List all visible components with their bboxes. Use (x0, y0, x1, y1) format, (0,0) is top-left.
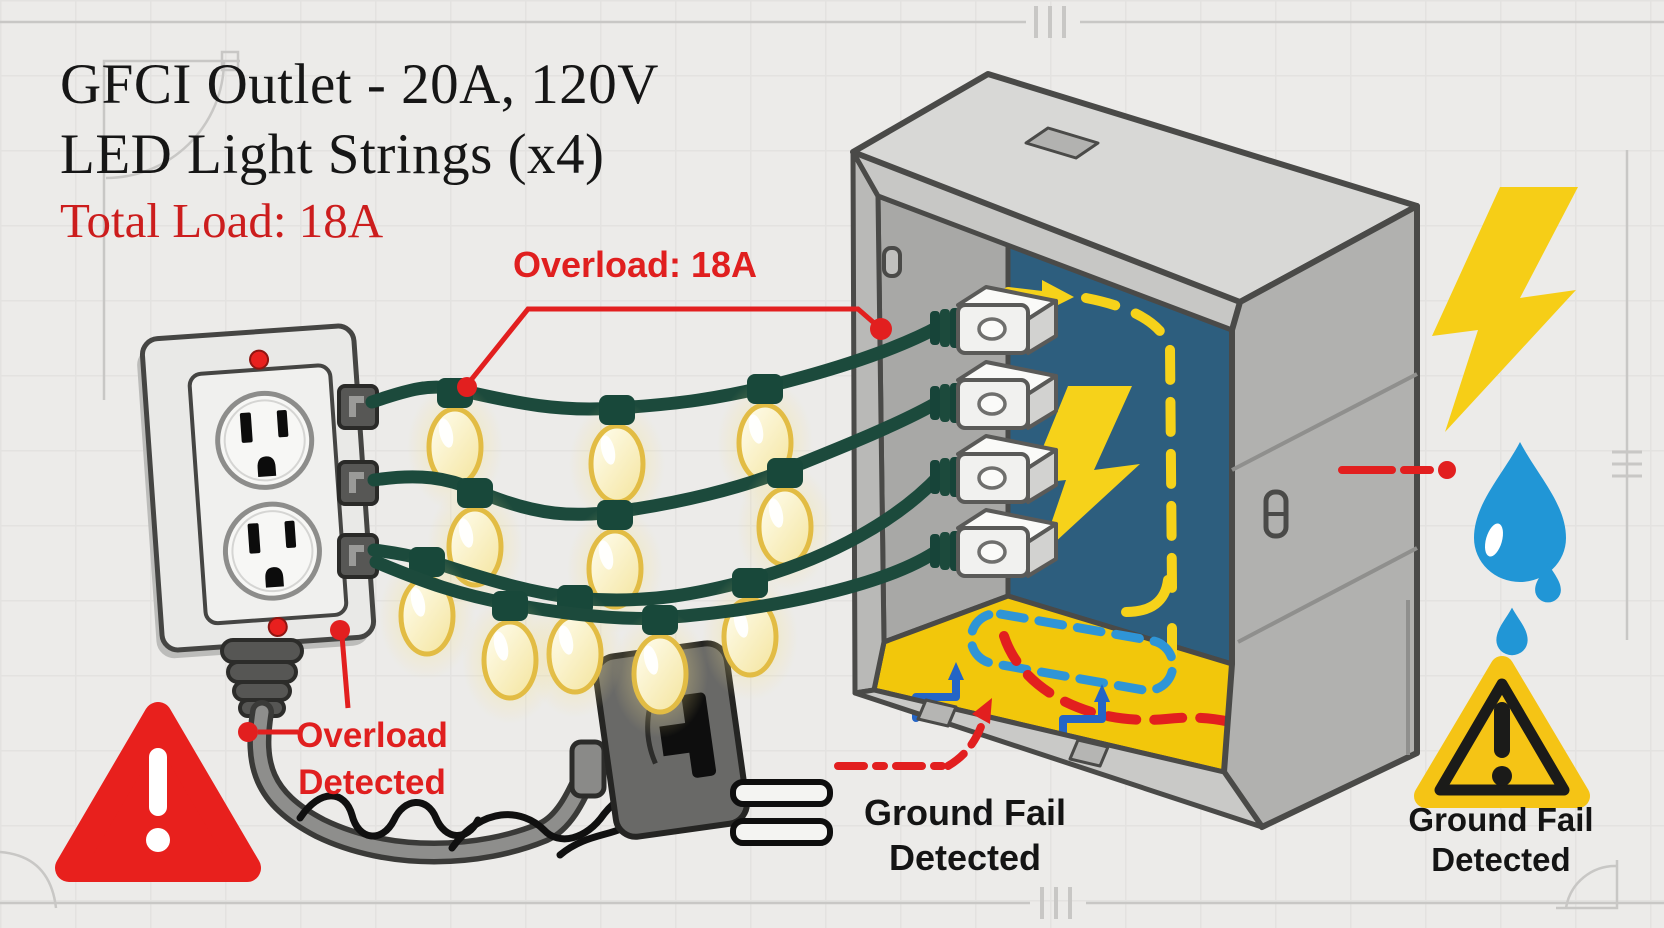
ground-fail-center-label: Ground Fail Detected (805, 790, 1125, 880)
neutral-loop-dashed (966, 609, 1178, 695)
box-handle (1263, 489, 1289, 539)
overload-callout-bottom (238, 620, 351, 742)
overload-detected-label: Overload Detected (272, 712, 472, 806)
light-string-4 (369, 542, 947, 738)
light-string-1 (365, 319, 947, 528)
outlet-indicator-top (249, 349, 270, 370)
receptacle-top (215, 390, 315, 490)
box-keyhole-slot (882, 246, 902, 278)
ground-fail-right-line-1: Ground Fail (1408, 801, 1594, 838)
box-top-slot (1024, 126, 1100, 160)
junction-box (850, 71, 1420, 830)
overload-detected-line-1: Overload (296, 716, 448, 755)
outlet-indicator-bottom (267, 616, 288, 637)
title-line-2: LED Light Strings (x4) (60, 123, 605, 186)
power-cord (247, 700, 680, 865)
box-bottom-rim (852, 687, 1265, 830)
sense-pointer (1338, 461, 1456, 479)
ground-fail-right-line-2: Detected (1431, 841, 1571, 878)
alert-triangle-icon (55, 702, 261, 882)
overload-callout-top (457, 306, 892, 397)
light-strings (337, 319, 947, 738)
cord-strain-relief (220, 638, 304, 718)
receptacle-bottom (222, 501, 322, 601)
light-string-2 (367, 394, 947, 633)
ground-fail-center-line-1: Ground Fail (864, 792, 1066, 833)
water-drop-icon (1474, 442, 1566, 656)
total-load-label: Total Load: 18A (60, 193, 384, 248)
plug-prongs (730, 779, 833, 846)
diagram-title: GFCI Outlet - 20A, 120V LED Light String… (60, 50, 659, 252)
warning-triangle-icon (1414, 656, 1590, 808)
lightning-bolt-icon (1432, 187, 1578, 432)
box-left-frame (850, 149, 887, 696)
light-string-3 (367, 468, 947, 718)
ground-fail-right-label: Ground Fail Detected (1341, 800, 1661, 880)
outlet-tap-3 (337, 533, 379, 579)
blueprint-decorations (0, 6, 1664, 919)
title-line-1: GFCI Outlet - 20A, 120V (60, 53, 659, 116)
overload-amps-label: Overload: 18A (512, 244, 758, 285)
interior-lightning-icon (1028, 386, 1140, 556)
ground-fail-arrow (834, 698, 992, 770)
ground-fail-center-line-2: Detected (888, 837, 1042, 878)
gfci-outlet (137, 323, 377, 718)
overload-detected-line-2: Detected (298, 763, 446, 802)
ground-wire-2 (1059, 696, 1106, 744)
box-right-slab (1221, 203, 1420, 830)
